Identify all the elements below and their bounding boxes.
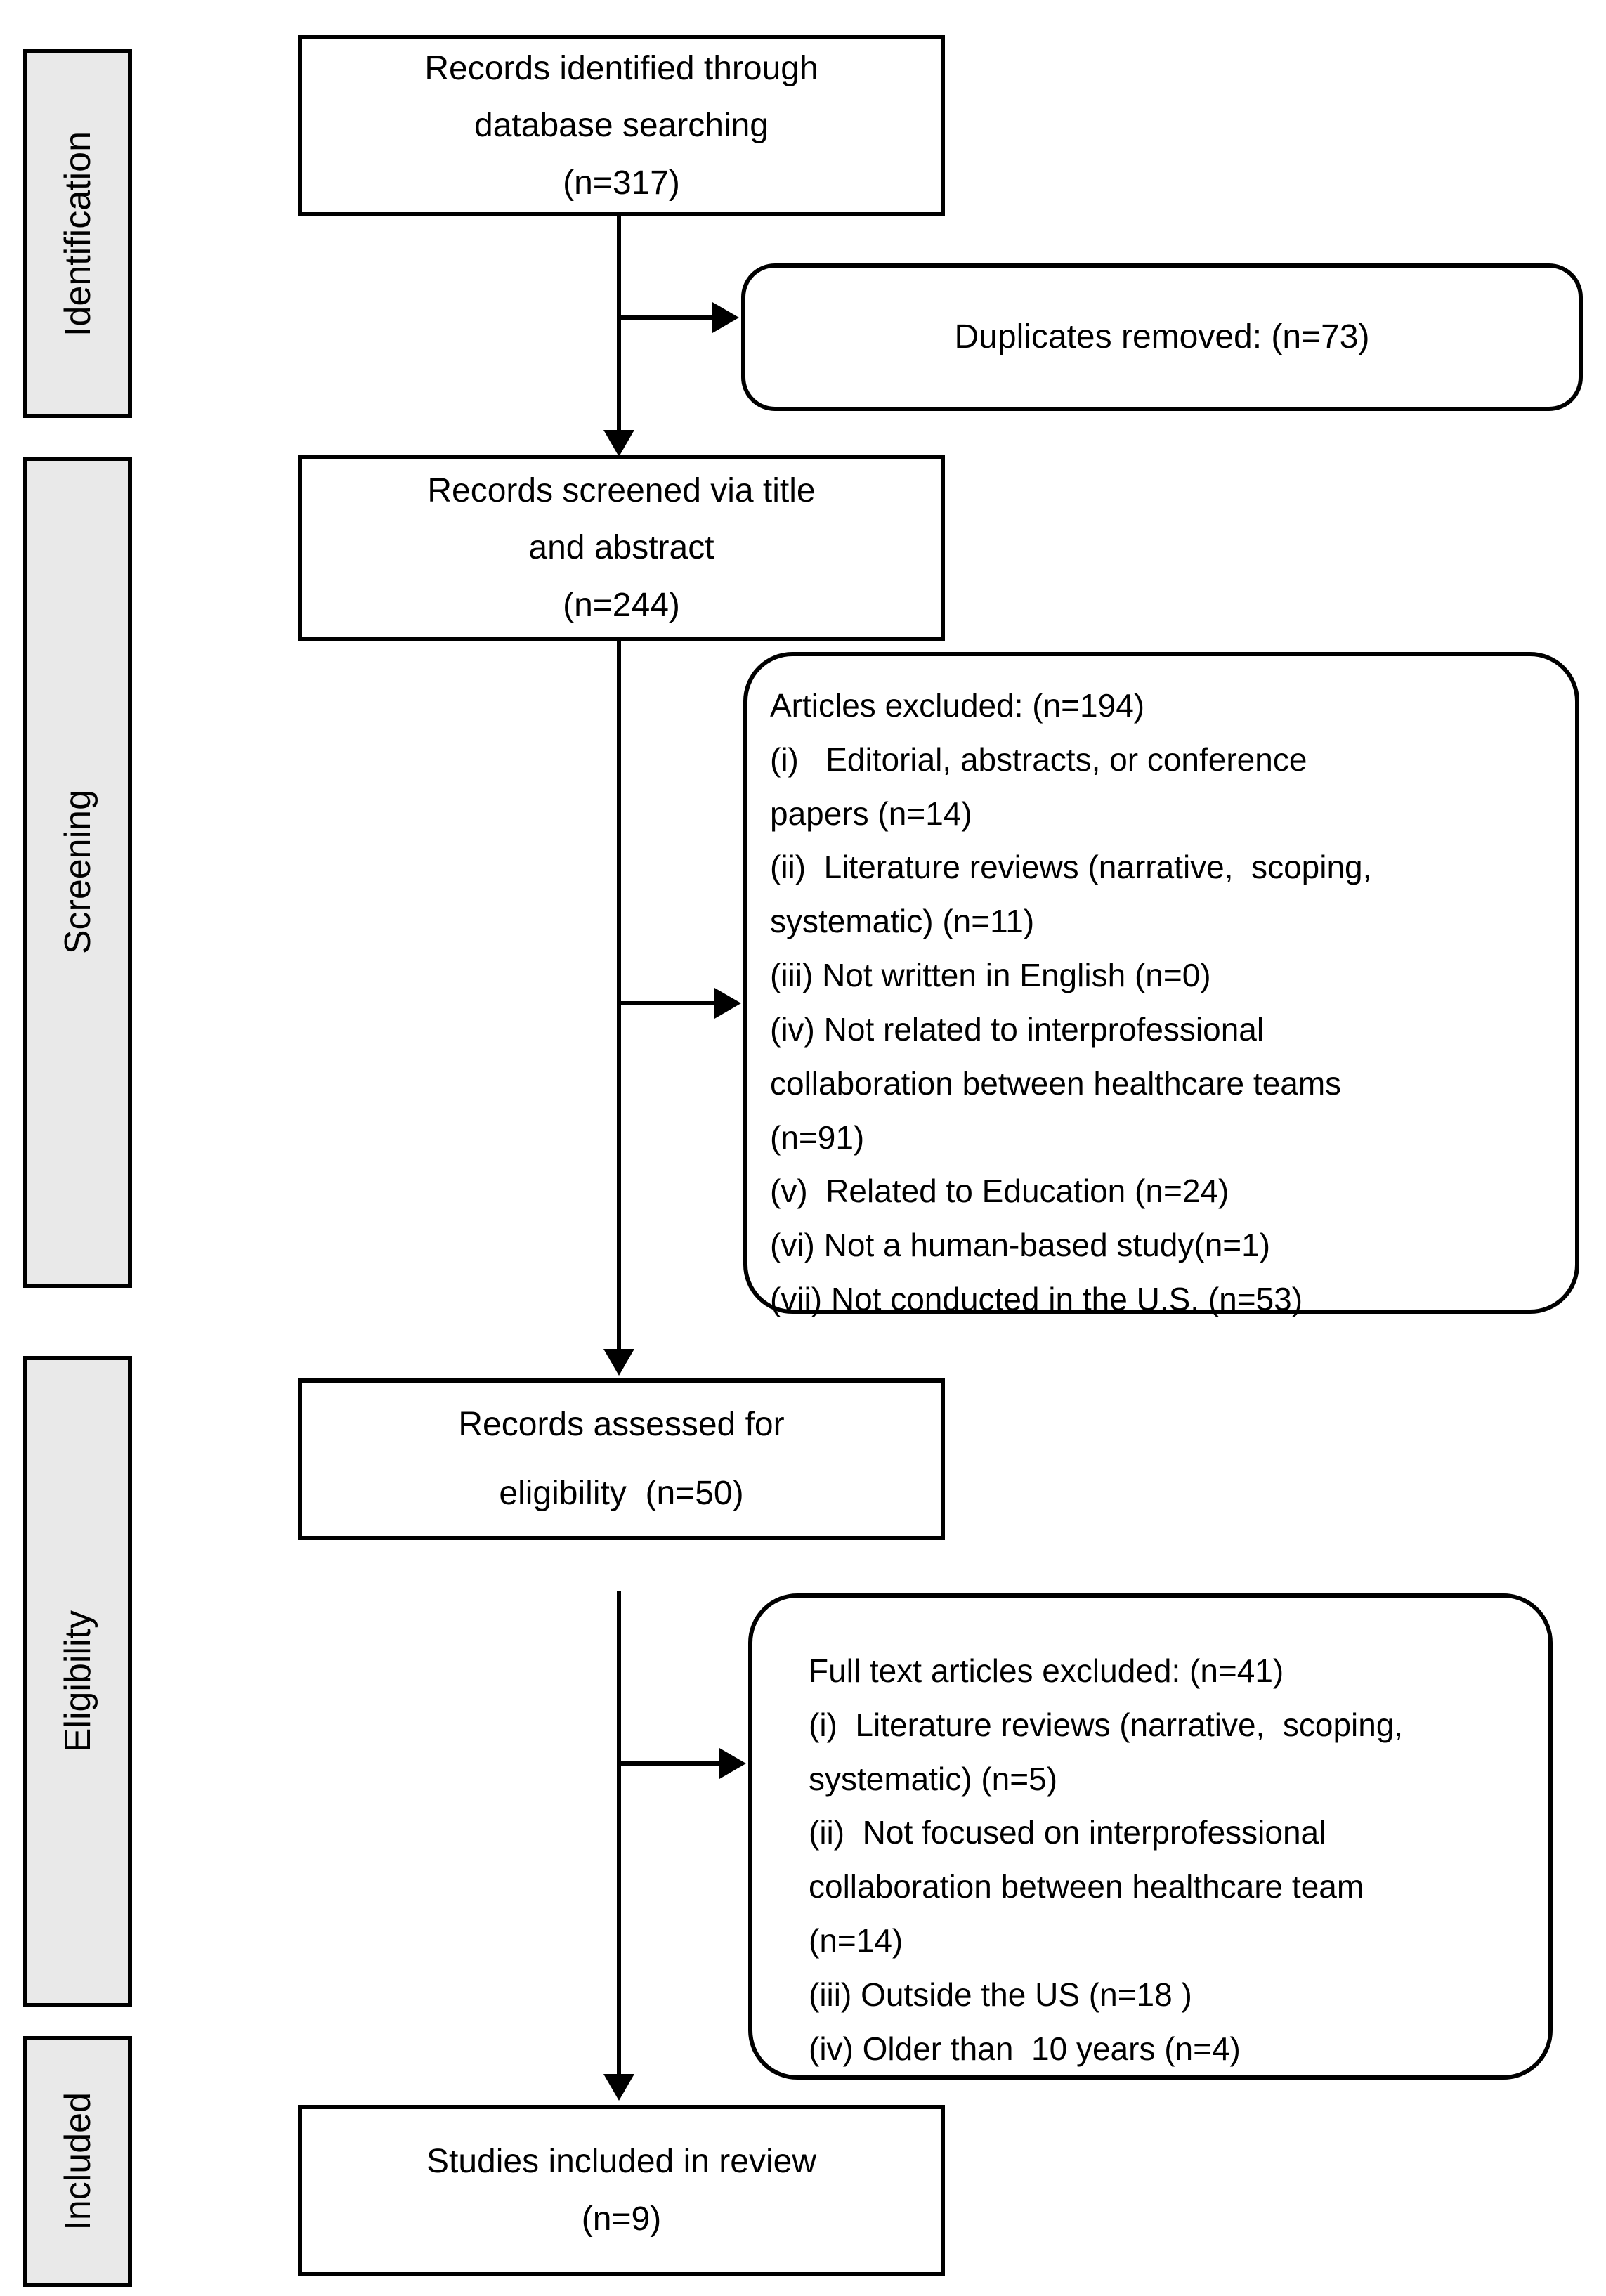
- box-fulltext-excluded: Full text articles excluded: (n=41) (i) …: [748, 1593, 1553, 2080]
- arrowhead-down-to-included-icon: [603, 2074, 634, 2101]
- box-records-screened-text: Records screened via title and abstract …: [427, 471, 816, 624]
- box-duplicates-removed-text: Duplicates removed: (n=73): [954, 318, 1370, 356]
- connector-screened-to-assessed: [617, 639, 621, 1352]
- stage-label-included: Included: [57, 2092, 98, 2231]
- box-records-identified: Records identified through database sear…: [298, 35, 945, 216]
- arrowhead-right-to-articles-excluded-icon: [714, 988, 741, 1019]
- stage-box-included: Included: [23, 2036, 132, 2287]
- box-records-screened: Records screened via title and abstract …: [298, 455, 945, 641]
- box-duplicates-removed: Duplicates removed: (n=73): [741, 263, 1583, 411]
- box-records-assessed: Records assessed for eligibility (n=50): [298, 1378, 945, 1540]
- stage-label-identification: Identification: [57, 131, 98, 337]
- connector-to-articles-excluded: [619, 1001, 714, 1005]
- box-articles-excluded-text: Articles excluded: (n=194) (i) Editorial…: [770, 687, 1372, 1317]
- arrowhead-right-to-duplicates-icon: [712, 302, 739, 333]
- stage-box-eligibility: Eligibility: [23, 1356, 132, 2007]
- stage-box-screening: Screening: [23, 457, 132, 1288]
- box-records-identified-text: Records identified through database sear…: [424, 49, 818, 202]
- box-studies-included: Studies included in review (n=9): [298, 2105, 945, 2276]
- arrowhead-down-to-screened-icon: [603, 430, 634, 457]
- arrowhead-down-to-assessed-icon: [603, 1349, 634, 1376]
- box-records-assessed-text: Records assessed for eligibility (n=50): [458, 1405, 785, 1512]
- connector-to-fulltext-excluded: [619, 1761, 719, 1766]
- box-fulltext-excluded-text: Full text articles excluded: (n=41) (i) …: [809, 1652, 1404, 2067]
- stage-label-eligibility: Eligibility: [57, 1610, 98, 1753]
- connector-assessed-to-included: [617, 1591, 621, 2076]
- connector-identified-to-screened: [617, 216, 621, 433]
- connector-to-duplicates: [619, 315, 712, 320]
- stage-box-identification: Identification: [23, 49, 132, 418]
- arrowhead-right-to-fulltext-excluded-icon: [719, 1748, 746, 1779]
- stage-label-screening: Screening: [57, 790, 98, 955]
- box-studies-included-text: Studies included in review (n=9): [426, 2143, 816, 2238]
- box-articles-excluded: Articles excluded: (n=194) (i) Editorial…: [743, 652, 1579, 1317]
